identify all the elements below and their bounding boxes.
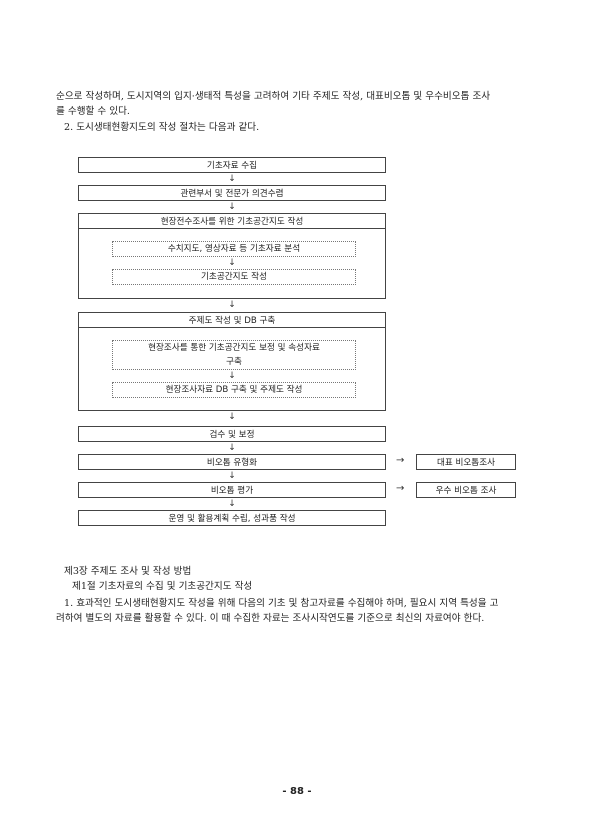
intro-line-2: 를 수행할 수 있다. [56, 106, 130, 117]
arrow-down-icon: ↓ [228, 300, 236, 310]
flow-step-inspection: 검수 및 보정 [78, 426, 386, 442]
arrow-down-icon: ↓ [228, 499, 236, 509]
arrow-down-icon: ↓ [228, 371, 236, 381]
flow-group-base-map-title: 현장전수조사를 위한 기초공간지도 작성 [78, 213, 386, 229]
page-number: - 88 - [282, 786, 312, 797]
arrow-down-icon: ↓ [228, 412, 236, 422]
flow-sub-db-build: 현장조사자료 DB 구축 및 주제도 작성 [112, 382, 356, 398]
flow-side-representative: 대표 비오톱조사 [416, 454, 516, 470]
flow-sub-field-correction-line1: 현장조사를 통한 기초공간지도 보정 및 속성자료 [148, 343, 320, 353]
arrow-down-icon: ↓ [228, 443, 236, 453]
arrow-down-icon: ↓ [228, 174, 236, 184]
arrow-down-icon: ↓ [228, 202, 236, 212]
arrow-down-icon: ↓ [228, 471, 236, 481]
flow-step-biotope-eval: 비오톱 평가 [78, 482, 386, 498]
intro-line-1: 순으로 작성하며, 도시지역의 입지·생태적 특성을 고려하여 기타 주제도 작… [56, 91, 491, 102]
flow-step-basic-data: 기초자료 수집 [78, 157, 386, 173]
clause-heading: 제1절 기초자료의 수집 및 기초공간지도 작성 [72, 581, 253, 592]
flow-sub-field-correction-line2: 구축 [226, 357, 242, 367]
flow-side-excellent: 우수 비오톱 조사 [416, 482, 516, 498]
flow-step-operation: 운영 및 활용계획 수립, 성과품 작성 [78, 510, 386, 526]
arrow-down-icon: ↓ [228, 258, 236, 268]
flow-group-theme-map-title: 주제도 작성 및 DB 구축 [78, 312, 386, 328]
arrow-right-icon: → [396, 455, 405, 466]
flow-sub-data-analysis: 수치지도, 영상자료 등 기초자료 분석 [112, 241, 356, 257]
flow-step-opinion: 관련부서 및 전문가 의견수렴 [78, 185, 386, 201]
body-para-line-2: 려하여 별도의 자료를 활용할 수 있다. 이 때 수집한 자료는 조사시작연도… [56, 613, 485, 624]
flow-sub-base-map: 기초공간지도 작성 [112, 269, 356, 285]
flow-sub-field-correction: 현장조사를 통한 기초공간지도 보정 및 속성자료 구축 [112, 340, 356, 370]
flow-step-biotope-type: 비오톱 유형화 [78, 454, 386, 470]
intro-line-3: 2. 도시생태현황지도의 작성 절차는 다음과 같다. [64, 122, 260, 133]
body-para-line-1: 1. 효과적인 도시생태현황지도 작성을 위해 다음의 기초 및 참고자료를 수… [64, 598, 499, 609]
chapter-heading: 제3장 주제도 조사 및 작성 방법 [64, 566, 192, 577]
arrow-right-icon: → [396, 483, 405, 494]
